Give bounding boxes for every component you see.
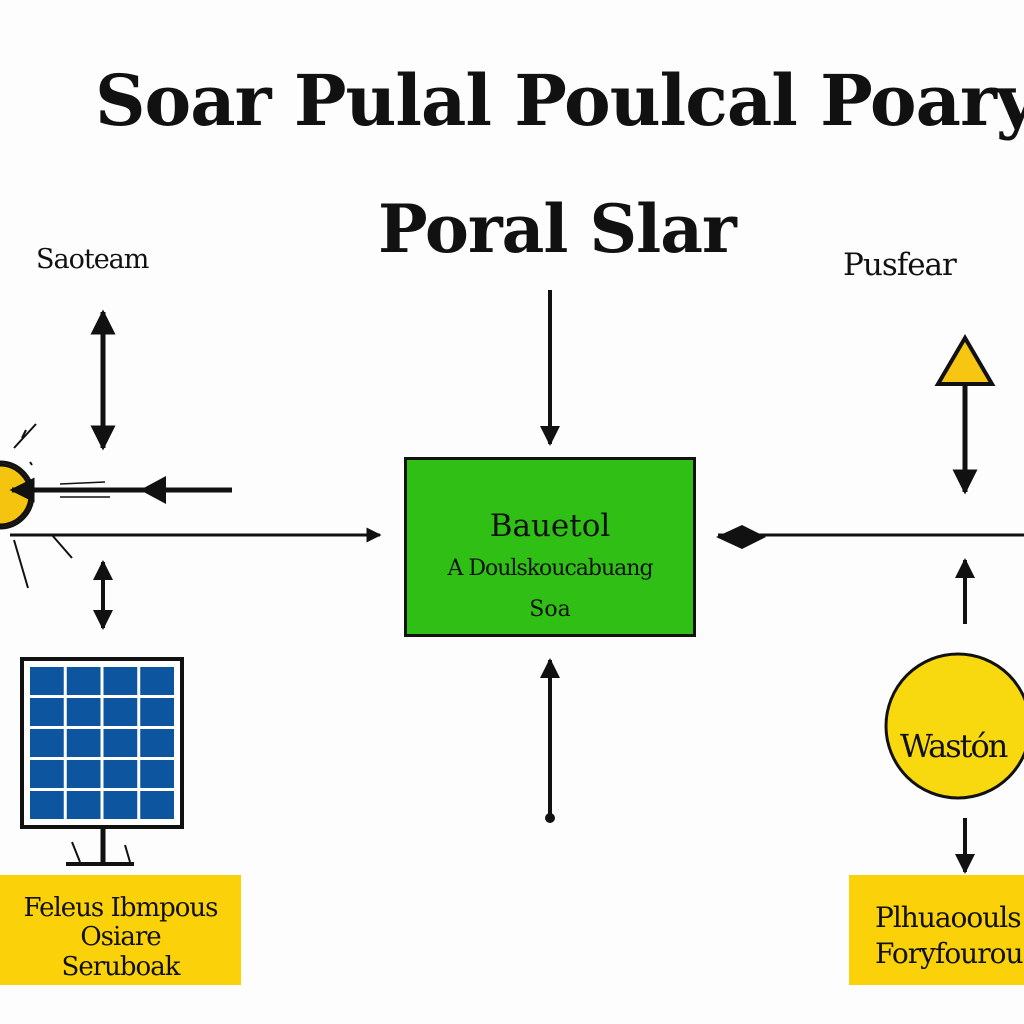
solar-cell [30,791,64,819]
solar-cell [103,667,138,695]
solar-cell [140,667,174,695]
triangle-arrow-icon [934,334,996,386]
arrow-bottom-dot [545,813,555,823]
solar-cell [66,729,101,757]
solar-cell [103,698,138,726]
bottom-left-line-1: Feleus Ibmpous [23,893,218,923]
solar-cell [140,698,174,726]
label-top-right: Pusfear [843,247,957,283]
solar-cell [103,729,138,757]
solar-panel-icon [20,657,184,866]
solar-cell [140,729,174,757]
solar-cell [30,760,64,788]
bottom-right-line-2: Foryfourou [875,937,1023,970]
arrowhead-center-right [716,525,766,549]
solar-cell [103,760,138,788]
sun-icon [0,423,73,589]
bottom-left-line-2: Osiare [80,922,161,952]
solar-cell [66,791,101,819]
center-box-line-1: Bauetol [489,508,611,544]
solar-cell [140,791,174,819]
circle-label: Wastón [900,727,1008,765]
center-box-line-2: A Doulskoucabuang [447,556,653,581]
center-box-line-3: Soa [529,597,571,622]
bottom-right-line-1: Plhuaoouls [875,901,1022,934]
solar-cell [103,791,138,819]
bottom-right-label-box: Plhuaoouls Foryfourou [849,875,1024,985]
solar-cell [66,760,101,788]
arrow-sun-feather [59,481,106,485]
arrowhead-mid-left [140,476,166,504]
circle-node [884,652,1024,800]
solar-cell [30,698,64,726]
solar-cell [66,698,101,726]
bottom-left-label-box: Feleus Ibmpous Osiare Seruboak [0,875,241,985]
solar-cell [30,667,64,695]
center-process-box: Bauetol A Doulskoucabuang Soa [404,457,696,637]
diagram-subtitle: Poral Slar [378,190,737,268]
label-top-left: Saoteam [36,244,149,275]
solar-cell [140,760,174,788]
diagram-title: Soar Pulal Poulcal Poary [95,59,1024,142]
solar-cell [66,667,101,695]
bottom-left-line-3: Seruboak [61,952,181,982]
solar-cell [30,729,64,757]
